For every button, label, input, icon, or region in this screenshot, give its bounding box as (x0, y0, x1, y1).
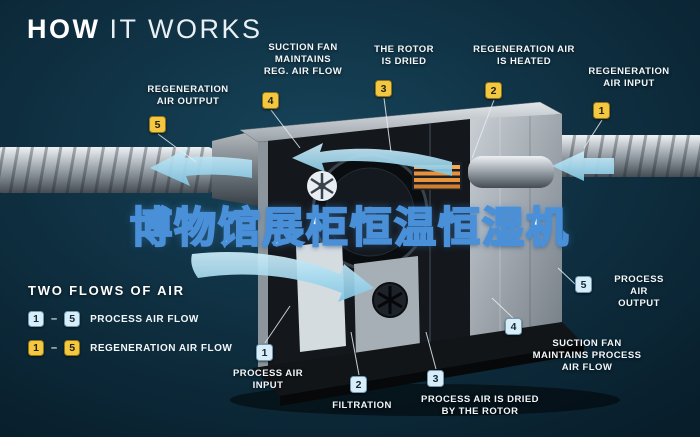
callout-label-process-air-dried: PROCESS AIR IS DRIED BY THE ROTOR (421, 394, 539, 418)
process-step-badge-1: 1 (256, 344, 273, 361)
leader-lines (157, 97, 603, 376)
leader-reg-3 (383, 97, 392, 153)
callout-label-regeneration-air-output: REGENERATION AIR OUTPUT (147, 84, 229, 108)
leader-proc-3 (425, 331, 437, 370)
leader-proc-4 (491, 297, 514, 319)
regeneration-input-arrow (552, 151, 614, 181)
regen-step-badge-2: 2 (485, 82, 502, 99)
leader-reg-5 (157, 133, 197, 163)
title-it-works: IT WORKS (109, 14, 263, 44)
interior-panel-left (296, 240, 346, 352)
regen-step-badge-4: 4 (262, 92, 279, 109)
dehumidifier-unit (230, 101, 620, 416)
watermark-text: 博物馆展柜恒温恒湿机 (129, 202, 571, 253)
leader-proc-5 (557, 267, 576, 285)
unit-base (252, 322, 584, 396)
leader-reg-1 (583, 119, 603, 149)
legend-process-label: PROCESS AIR FLOW (90, 313, 199, 325)
legend-title: TWO FLOWS OF AIR (28, 283, 185, 298)
process-step-badge-3: 3 (427, 370, 444, 387)
legend-row-process: 1 – 5 PROCESS AIR FLOW (28, 311, 232, 327)
legend-process-end-badge: 5 (64, 311, 81, 327)
regeneration-fan-icon (307, 171, 337, 201)
callout-label-suction-fan-reg: SUCTION FAN MAINTAINS REG. AIR FLOW (263, 42, 343, 78)
leader-proc-2 (350, 331, 360, 376)
air-flow-arrows (150, 143, 614, 302)
leader-reg-4 (270, 109, 301, 149)
callout-label-process-air-input: PROCESS AIR INPUT (232, 368, 304, 392)
regeneration-flow-arrow (292, 143, 452, 176)
leader-proc-1 (264, 305, 291, 344)
callout-label-regeneration-air-input: REGENERATION AIR INPUT (588, 66, 670, 90)
callout-label-filtration: FILTRATION (332, 400, 392, 411)
leader-reg-2 (471, 99, 495, 159)
legend-process-start-badge: 1 (28, 311, 44, 327)
callout-label-suction-fan-process: SUCTION FAN MAINTAINS PROCESS AIR FLOW (532, 338, 642, 374)
process-step-badge-5: 5 (575, 276, 592, 293)
callout-label-rotor-is-dried: THE ROTOR IS DRIED (374, 44, 434, 68)
callout-label-regeneration-air-heated: REGENERATION AIR IS HEATED (473, 44, 575, 68)
legend-regen-label: REGENERATION AIR FLOW (90, 342, 233, 354)
legend-regen-start-badge: 1 (28, 340, 44, 356)
process-fan-icon (372, 282, 408, 318)
page-title: HOW IT WORKS (27, 14, 263, 45)
regen-step-badge-1: 1 (593, 102, 610, 119)
regen-step-badge-5: 5 (149, 116, 166, 133)
callout-label-process-air-output: PROCESS AIR OUTPUT (614, 274, 664, 310)
regen-step-badge-3: 3 (375, 80, 392, 97)
process-step-badge-4: 4 (505, 318, 522, 335)
legend-regen-end-badge: 5 (64, 340, 81, 356)
duct-connector (468, 156, 554, 188)
regeneration-output-arrow (150, 148, 252, 186)
legend-row-regeneration: 1 – 5 REGENERATION AIR FLOW (28, 340, 232, 356)
left-duct (0, 130, 258, 206)
legend-process-dash: – (51, 313, 58, 325)
title-how: HOW (27, 14, 101, 44)
legend: TWO FLOWS OF AIR 1 – 5 PROCESS AIR FLOW … (28, 283, 232, 356)
legend-regen-dash: – (51, 342, 58, 354)
process-input-arrow (191, 252, 374, 302)
process-step-badge-2: 2 (350, 376, 367, 393)
